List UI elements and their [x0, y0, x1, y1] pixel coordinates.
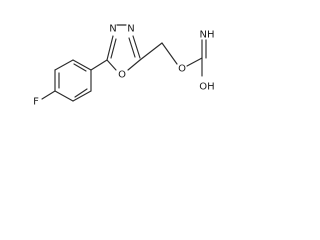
oxadiazole-ring — [106, 24, 141, 71]
atom-hydroxyl: OH — [199, 82, 214, 93]
bond-ch2 — [139, 42, 163, 61]
double-bond-inner — [73, 63, 87, 72]
atom-nitrogen: N — [127, 24, 134, 35]
double-bond-inner — [128, 37, 136, 58]
bond — [132, 35, 141, 59]
bond — [106, 35, 114, 61]
bond-aryl-ring — [90, 59, 108, 71]
bond-o-c — [186, 57, 203, 67]
double-bond-inner — [110, 38, 117, 59]
bond — [106, 59, 117, 71]
chemical-structure: F N N O O NH OH — [33, 24, 215, 108]
bond — [127, 59, 141, 71]
atom-fluorine: F — [33, 97, 39, 108]
bond-c-f — [41, 90, 56, 100]
atom-ester-oxygen: O — [178, 64, 186, 75]
bond — [72, 90, 92, 102]
atom-imine-nh: NH — [200, 30, 215, 41]
atom-nitrogen: N — [109, 24, 116, 35]
benzene-ring — [54, 59, 92, 102]
bond — [72, 59, 92, 71]
bond — [54, 59, 74, 71]
bond-ch2-o — [161, 42, 178, 65]
bond — [54, 90, 74, 102]
double-bond-inner — [74, 88, 88, 98]
atom-ring-oxygen: O — [118, 70, 126, 81]
